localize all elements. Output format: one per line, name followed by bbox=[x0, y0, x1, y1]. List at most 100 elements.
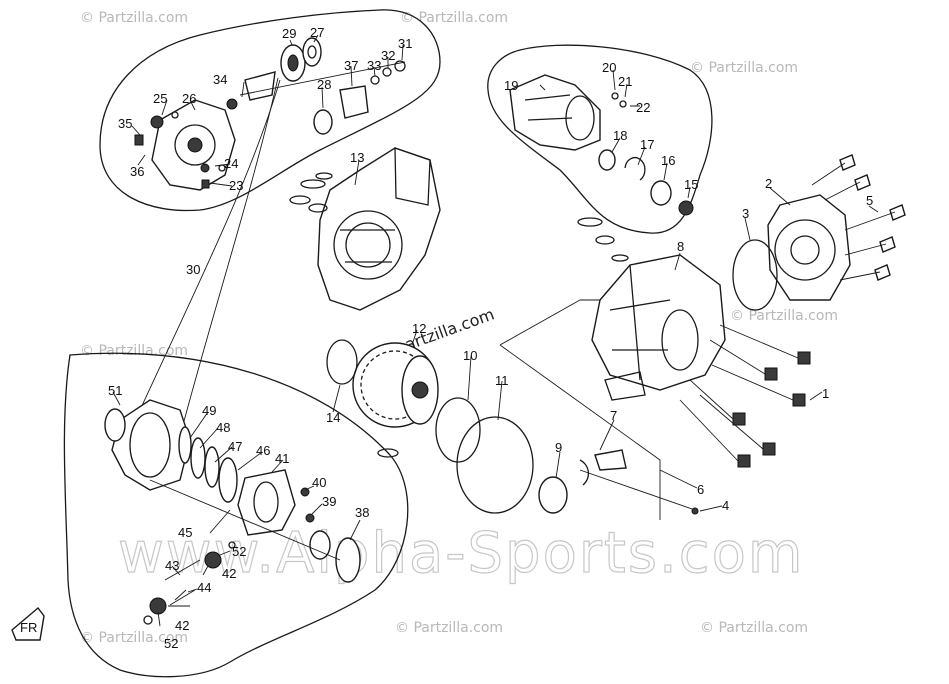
part-35-bolt bbox=[134, 134, 144, 146]
callout-26: 26 bbox=[182, 91, 196, 106]
part-13-gear-housing bbox=[317, 147, 441, 311]
seal-ring-top-right bbox=[577, 217, 629, 262]
callout-leaders bbox=[112, 34, 879, 627]
bracket-lines-8 bbox=[499, 299, 661, 520]
callout-25: 25 bbox=[153, 91, 167, 106]
callout-13: 13 bbox=[350, 150, 364, 165]
callout-42: 42 bbox=[222, 566, 236, 581]
callout-52: 52 bbox=[232, 544, 246, 559]
callout-labels: 1 2 3 4 5 6 7 8 9 10 11 12 13 14 15 16 1… bbox=[108, 25, 873, 651]
callout-33: 33 bbox=[367, 58, 381, 73]
callout-40: 40 bbox=[312, 475, 326, 490]
part-25-bolt bbox=[150, 115, 164, 129]
part-26-cover bbox=[151, 99, 236, 191]
part-29-bearing bbox=[280, 44, 306, 82]
callout-51: 51 bbox=[108, 383, 122, 398]
watermark-tr: © Partzilla.com bbox=[690, 60, 798, 76]
callout-4: 4 bbox=[722, 498, 729, 513]
callout-3: 3 bbox=[742, 206, 749, 221]
part-42-gear bbox=[204, 551, 222, 569]
callout-49: 49 bbox=[202, 403, 216, 418]
callout-34: 34 bbox=[213, 72, 227, 87]
fr-label: FR bbox=[20, 620, 37, 635]
watermark-mr: © Partzilla.com bbox=[730, 308, 838, 324]
callout-46: 46 bbox=[256, 443, 270, 458]
callout-10: 10 bbox=[463, 348, 477, 363]
callout-15: 15 bbox=[684, 177, 698, 192]
callout-31: 31 bbox=[398, 36, 412, 51]
callout-19: 19 bbox=[504, 78, 518, 93]
part-28-seal bbox=[313, 109, 333, 135]
part-39-bolt bbox=[305, 513, 315, 523]
callout-9: 9 bbox=[555, 440, 562, 455]
part-24-washer bbox=[200, 163, 210, 173]
part-8-main-housing bbox=[591, 254, 726, 401]
callout-35: 35 bbox=[118, 116, 132, 131]
callout-21: 21 bbox=[618, 74, 632, 89]
part-10-o-ring bbox=[435, 397, 481, 463]
front-direction-badge: FR bbox=[11, 606, 45, 641]
callout-17: 17 bbox=[640, 137, 654, 152]
callout-20: 20 bbox=[602, 60, 616, 75]
part-12-gear-assembly bbox=[352, 342, 439, 428]
callout-52b: 52 bbox=[164, 636, 178, 651]
seal-piece bbox=[377, 448, 399, 458]
part-33-ring bbox=[370, 75, 380, 85]
part-19-housing bbox=[509, 74, 601, 151]
part-32-ring bbox=[382, 67, 392, 77]
callout-12: 12 bbox=[412, 321, 426, 336]
part-5-bolts bbox=[811, 154, 906, 281]
callout-48: 48 bbox=[216, 420, 230, 435]
part-52-washer bbox=[143, 615, 153, 625]
watermark-bl: © Partzilla.com bbox=[80, 630, 188, 646]
part-9-clip bbox=[579, 459, 590, 486]
axis-line-diff bbox=[149, 479, 341, 561]
part-16-seal bbox=[650, 180, 672, 206]
top-left-group-outline bbox=[99, 9, 441, 212]
callout-22: 22 bbox=[636, 100, 650, 115]
part-15-nut bbox=[678, 200, 694, 216]
part-40-bolt bbox=[300, 487, 310, 497]
part-shaft-seal bbox=[244, 71, 276, 101]
part-6-shaft bbox=[579, 469, 696, 511]
part-51-diff-housing bbox=[104, 399, 191, 491]
part-44-shaft bbox=[174, 589, 187, 601]
callout-43: 43 bbox=[165, 558, 179, 573]
callout-1: 1 bbox=[822, 386, 829, 401]
part-41-case bbox=[237, 469, 296, 536]
callout-8: 8 bbox=[677, 239, 684, 254]
part-21-clip bbox=[611, 92, 619, 100]
callout-32: 32 bbox=[381, 48, 395, 63]
callout-38: 38 bbox=[355, 505, 369, 520]
part-42b-gear bbox=[149, 597, 167, 615]
part-7-shift-fork bbox=[594, 449, 627, 471]
watermark-tc: © Partzilla.com bbox=[400, 10, 508, 26]
callout-5: 5 bbox=[866, 193, 873, 208]
part-17-circlip bbox=[624, 157, 646, 181]
callout-42b: 42 bbox=[175, 618, 189, 633]
callout-30: 30 bbox=[186, 262, 200, 277]
watermark-bc: © Partzilla.com bbox=[395, 620, 503, 636]
callout-47: 47 bbox=[228, 439, 242, 454]
callout-45: 45 bbox=[178, 525, 192, 540]
callout-29: 29 bbox=[282, 26, 296, 41]
callout-23: 23 bbox=[229, 178, 243, 193]
part-1-bolts bbox=[679, 324, 811, 468]
callout-6: 6 bbox=[697, 482, 704, 497]
part-43-pin bbox=[164, 559, 201, 606]
part-31-nut bbox=[394, 60, 406, 72]
callout-39: 39 bbox=[322, 494, 336, 509]
part-11-o-ring bbox=[456, 416, 534, 514]
part-48-shim bbox=[190, 437, 206, 479]
callout-2: 2 bbox=[765, 176, 772, 191]
callout-36: 36 bbox=[130, 164, 144, 179]
callout-41: 41 bbox=[275, 451, 289, 466]
top-right-group-outline bbox=[487, 44, 713, 234]
leader-30 bbox=[139, 79, 281, 411]
watermark-br: © Partzilla.com bbox=[700, 620, 808, 636]
part-34-plug bbox=[226, 98, 238, 110]
seal-ring-13 bbox=[289, 172, 333, 213]
part-9-bearing bbox=[538, 476, 568, 514]
